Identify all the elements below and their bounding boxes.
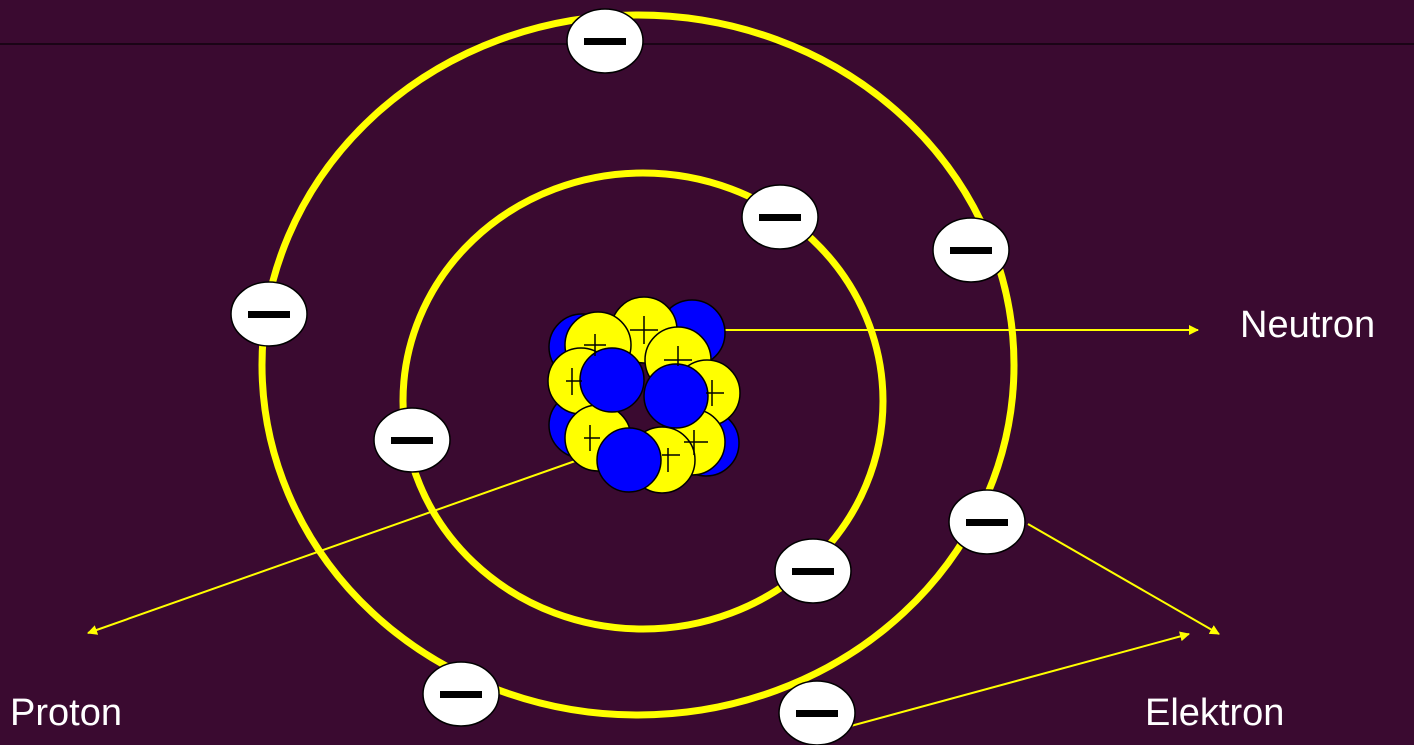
minus-icon (759, 214, 801, 221)
electron (949, 490, 1025, 554)
electron (933, 218, 1009, 282)
minus-icon (792, 568, 834, 575)
electron (775, 539, 851, 603)
electron (742, 185, 818, 249)
elektron-label: Elektron (1145, 694, 1284, 732)
elektron-arrow-lower (836, 634, 1189, 730)
minus-icon (584, 38, 626, 45)
proton-label: Proton (10, 694, 122, 732)
minus-icon (950, 247, 992, 254)
neutron (644, 364, 708, 428)
electron (779, 681, 855, 745)
minus-icon (966, 519, 1008, 526)
electron (423, 662, 499, 726)
electron (231, 282, 307, 346)
neutron (597, 428, 661, 492)
neutron (580, 348, 644, 412)
neutron-label: Neutron (1240, 306, 1375, 344)
elektron-arrow-upper (1028, 524, 1219, 634)
proton-arrow (88, 460, 578, 633)
electron (374, 408, 450, 472)
minus-icon (440, 691, 482, 698)
minus-icon (796, 710, 838, 717)
minus-icon (391, 437, 433, 444)
minus-icon (248, 311, 290, 318)
electron (567, 9, 643, 73)
